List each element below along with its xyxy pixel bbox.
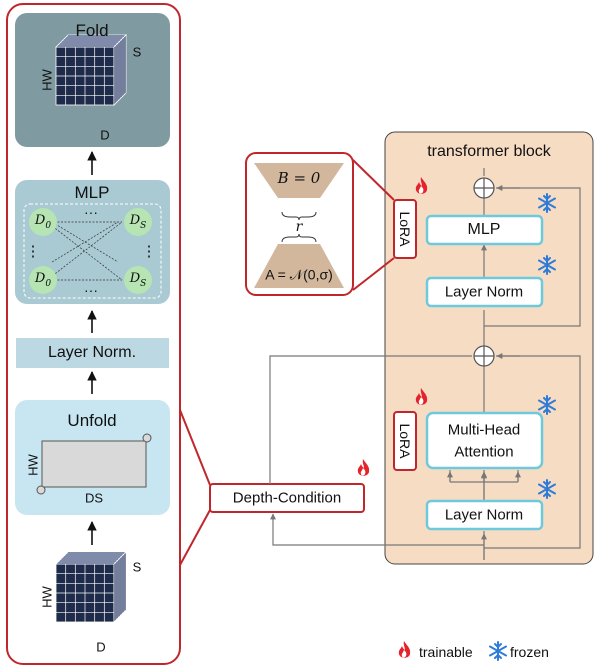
mlp-dots-top: ··· bbox=[84, 204, 98, 220]
mlp-node-top-right bbox=[124, 208, 152, 236]
legend-trainable-label: trainable bbox=[419, 644, 473, 660]
input-dim-hw: HW bbox=[39, 586, 55, 608]
unfold-dim-ds: DS bbox=[84, 490, 104, 506]
attention-label-line2: Attention bbox=[454, 443, 514, 461]
lora-top-box bbox=[393, 199, 417, 259]
mlp-feature-title: MLP bbox=[74, 183, 110, 202]
layer-norm-box bbox=[16, 338, 169, 368]
transformer-title: transformer block bbox=[427, 143, 551, 160]
mlp-dots-bottom: ··· bbox=[84, 282, 98, 298]
depth-condition-label: Depth-Condition bbox=[232, 489, 342, 507]
flame-icon-lora-bottom bbox=[415, 388, 428, 405]
layer-norm-top-label: Layer Norm bbox=[444, 283, 524, 301]
transformer-flow-lines bbox=[269, 168, 581, 560]
mlp-block bbox=[425, 214, 544, 246]
legend-frozen-label: frozen bbox=[510, 644, 549, 660]
lora-a-equation: A = 𝒩(0,σ) bbox=[265, 266, 333, 283]
snowflake-icon-layer-norm-bottom bbox=[538, 479, 556, 499]
layer-norm-bottom-label: Layer Norm bbox=[444, 506, 524, 524]
mlp-node-label-bl: D0 bbox=[34, 271, 52, 289]
mlp-node-bottom-left bbox=[29, 266, 57, 294]
scroll-icon bbox=[36, 433, 152, 495]
snowflake-icon-attention bbox=[538, 395, 556, 415]
mlp-inner-dashed bbox=[23, 203, 162, 299]
unfold-dim-hw: HW bbox=[25, 454, 41, 476]
mlp-node-label-tl: D0 bbox=[34, 213, 52, 231]
input-cube-icon bbox=[55, 551, 127, 623]
lora-b-trapezoid bbox=[254, 163, 344, 198]
mlp-connections bbox=[46, 221, 123, 281]
fold-dim-hw: HW bbox=[39, 69, 55, 91]
flame-icon-depth-condition bbox=[357, 459, 370, 476]
snowflake-icon-layer-norm-top bbox=[538, 255, 556, 275]
mlp-block-label: MLP bbox=[467, 221, 501, 238]
fold-dim-s: S bbox=[132, 44, 142, 60]
mlp-vdots-left: ⋮ bbox=[25, 243, 41, 260]
unfold-title: Unfold bbox=[67, 411, 117, 430]
fold-cube-icon bbox=[55, 34, 127, 106]
flame-icon-legend bbox=[398, 641, 411, 658]
lora-bottom-box bbox=[393, 411, 417, 471]
mlp-node-label-br: DS bbox=[129, 271, 147, 289]
layer-norm-title: Layer Norm. bbox=[47, 344, 137, 361]
attention-block bbox=[425, 411, 544, 470]
snowflake-icon-mlp bbox=[538, 193, 556, 213]
lora-top-label: LoRA bbox=[397, 211, 413, 247]
depth-condition-box bbox=[209, 483, 365, 513]
snowflake-icon-legend bbox=[489, 641, 507, 661]
lora-bottom-label: LoRA bbox=[397, 423, 413, 459]
flame-icon-lora-top bbox=[415, 177, 428, 194]
mlp-node-top-left bbox=[29, 208, 57, 236]
attention-label-line1: Multi-Head bbox=[447, 421, 521, 439]
input-dim-s: S bbox=[132, 559, 142, 575]
fold-title: Fold bbox=[75, 21, 109, 40]
layer-norm-bottom-block bbox=[425, 499, 544, 531]
lora-rank-label: r bbox=[295, 219, 303, 235]
layer-norm-top-block bbox=[425, 276, 544, 308]
lora-b-equation: B = 0 bbox=[277, 169, 321, 187]
input-dim-d: D bbox=[96, 639, 106, 655]
lora-a-trapezoid bbox=[254, 244, 344, 288]
mlp-node-label-tr: DS bbox=[129, 213, 147, 231]
mlp-vdots-right: ⋮ bbox=[141, 243, 157, 260]
mlp-node-bottom-right bbox=[124, 266, 152, 294]
fold-dim-d: D bbox=[100, 127, 110, 143]
